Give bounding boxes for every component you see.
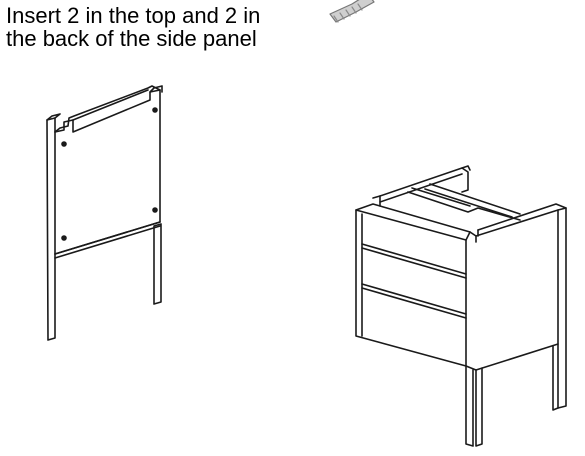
- cabinet-front-leg: [465, 365, 474, 447]
- cabinet-side-panel: [475, 209, 559, 371]
- drawer-divider-2: [361, 283, 467, 315]
- side-panel-face: [54, 89, 161, 255]
- drawer-cabinet-assembly: [355, 165, 567, 447]
- dowel-hole-top-left: [61, 141, 67, 147]
- dowel-pin-icon: [329, 0, 375, 23]
- dowel-hole-top-right: [152, 107, 158, 113]
- side-panel-front-leg: [46, 117, 56, 341]
- dowel-hole-bottom-left: [61, 235, 67, 241]
- instruction-line-1: Insert 2 in the top and 2 in: [6, 3, 261, 28]
- cabinet-back-rail: [379, 167, 469, 197]
- cabinet-top-rail-front: [407, 191, 521, 221]
- drawer-divider-1: [361, 243, 467, 275]
- instruction-line-2: the back of the side panel: [6, 26, 257, 51]
- cabinet-drawer-front: [355, 209, 467, 367]
- dowel-hole-bottom-right: [152, 207, 158, 213]
- side-panel-back-leg: [153, 223, 162, 305]
- side-panel-assembly: [46, 85, 163, 341]
- instruction-text: Insert 2 in the top and 2 in the back of…: [6, 4, 260, 50]
- cabinet-back-leg: [557, 207, 567, 409]
